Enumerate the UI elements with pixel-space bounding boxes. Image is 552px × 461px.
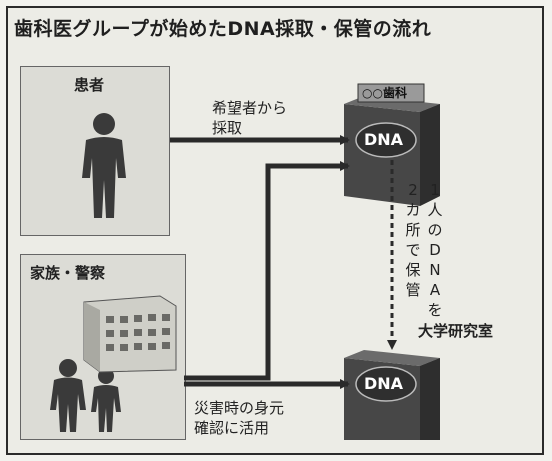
patient-label: 患者 (74, 76, 105, 94)
diagram-title: 歯科医グループが始めたDNA採取・保管の流れ (14, 18, 432, 40)
disaster-note-line2: 確認に活用 (194, 419, 270, 437)
disaster-note-line1: 災害時の身元 (194, 399, 285, 417)
storage-note-col1: 2カ所で保管 (405, 181, 421, 299)
collection-note-line1: 希望者から (212, 99, 288, 117)
clinic-sign: ○○歯科 (362, 86, 407, 100)
university-building-icon (344, 350, 440, 440)
clinic-dna-label: DNA (364, 130, 404, 149)
clinic-building-icon (344, 83, 440, 206)
patient-person-icon (82, 113, 126, 218)
family-to-clinic-arrow (184, 161, 350, 381)
family-police-label: 家族・警察 (30, 264, 106, 282)
collection-note-line2: 採取 (212, 119, 243, 137)
police-building-icon (83, 295, 177, 373)
flow-arrows (170, 135, 350, 389)
university-dna-label: DNA (364, 374, 404, 393)
university-label: 大学研究室 (418, 322, 494, 340)
storage-note-col2: 1人のDNAを (427, 181, 443, 319)
